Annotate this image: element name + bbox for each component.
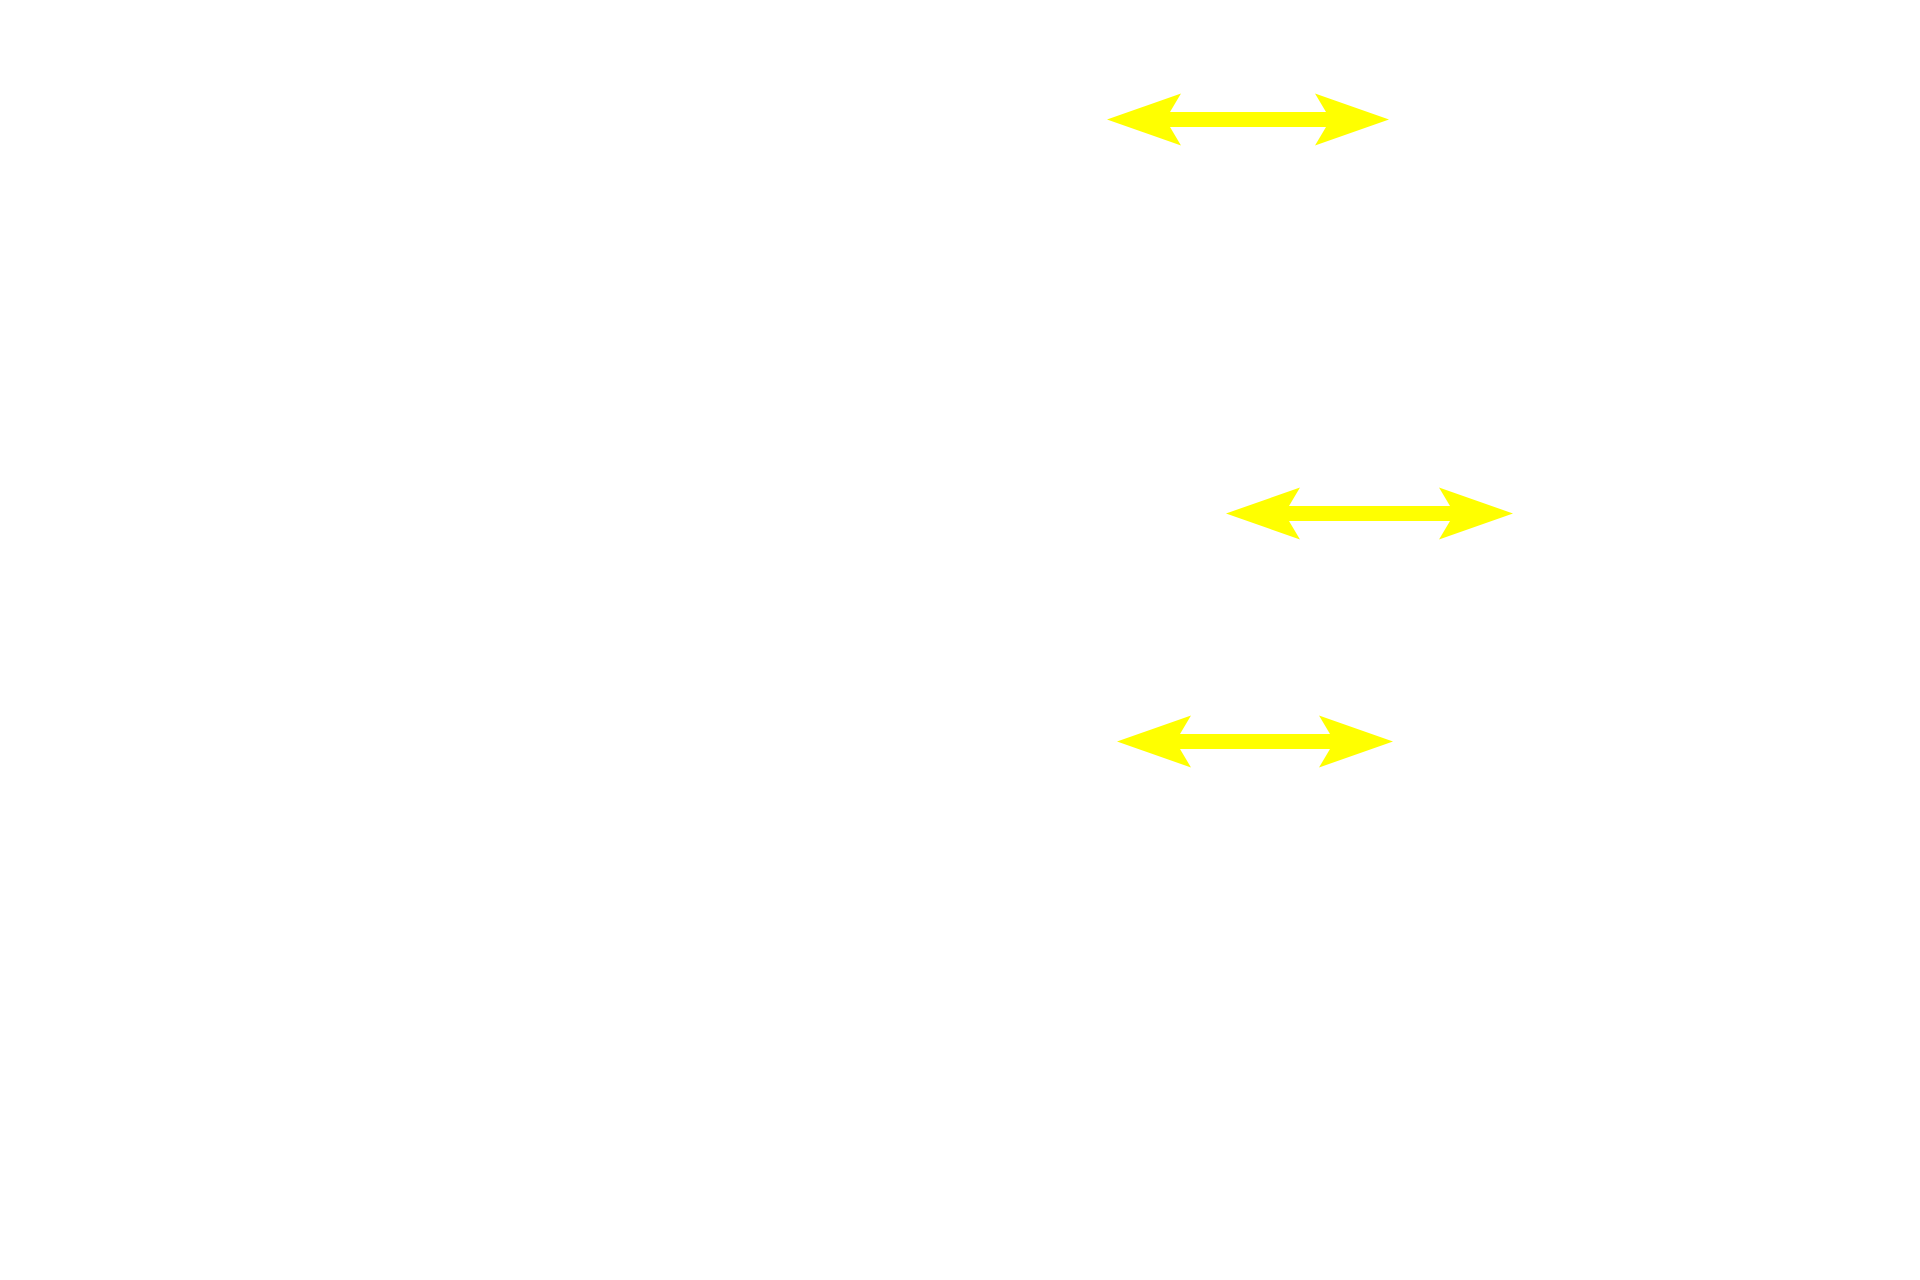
double-headed-arrow-icon: [1117, 715, 1393, 768]
arrow-shape: [1117, 715, 1393, 768]
double-headed-arrow-icon: [1226, 487, 1513, 540]
arrow-shape: [1226, 487, 1513, 540]
double-headed-arrow-icon: [1107, 93, 1389, 146]
arrow-shape: [1107, 93, 1389, 146]
